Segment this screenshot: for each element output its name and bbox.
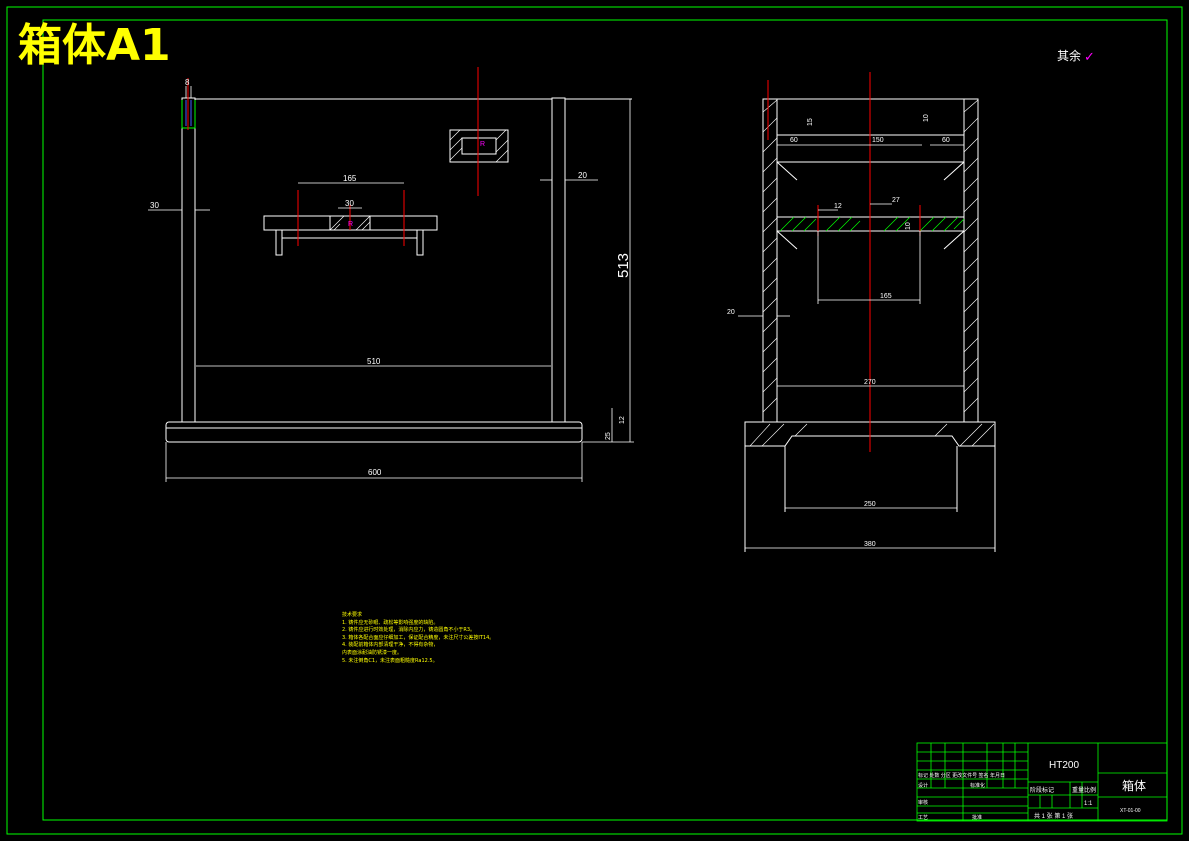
tech-note-line: 5. 未注倒角C1，未注表面粗糙度Ra12.5。	[342, 657, 438, 664]
title-block-grid	[916, 742, 1168, 822]
standard-label: 标准化	[970, 782, 985, 789]
review-label: 审核	[918, 799, 928, 806]
drawing-code: XT-01-00	[1120, 808, 1141, 814]
right-upright	[551, 97, 566, 423]
side-dim-slot-a: 12	[834, 203, 842, 210]
title-block-header-row: 标记 处数 分区 更改文件号 签名 年月日	[918, 772, 1005, 779]
roughness-symbol: ✓	[1084, 49, 1095, 64]
stage-label: 阶段标记	[1030, 786, 1054, 794]
tech-notes-heading: 技术要求	[342, 612, 363, 618]
scale-value: 1:1	[1084, 801, 1093, 807]
dim-right-wall: 20	[578, 171, 587, 180]
side-base	[744, 421, 996, 447]
side-dim-left-top: 60	[790, 137, 798, 144]
dim-base-small: 12	[619, 416, 626, 424]
dim-overall-width: 600	[368, 468, 382, 477]
svg-text:R: R	[480, 141, 485, 148]
tech-note-line: 内表面涂耐油防锈漆一度。	[342, 649, 403, 656]
dim-height-total: 513	[615, 253, 632, 278]
front-centerlines	[187, 67, 479, 246]
front-dimension-lines	[148, 86, 634, 482]
top-block	[449, 129, 509, 163]
side-wall-hatch	[749, 99, 995, 447]
tech-note-line: 4. 装配前箱体内部清理干净，不得有杂物，	[342, 642, 439, 649]
tech-note-line: 2. 铸件应进行时效处理，消除内应力，铸造圆角不小于R3。	[342, 627, 476, 634]
side-dim-right-top: 60	[942, 137, 950, 144]
process-label: 工艺	[918, 815, 928, 821]
part-name: 箱体	[1122, 778, 1146, 793]
left-upright	[181, 97, 196, 423]
tech-note-line: 1. 铸件应无砂眼、疏松等影响强度的缺陷。	[342, 619, 439, 626]
side-dim-base-overall: 380	[864, 541, 876, 548]
tech-note-line: 3. 箱体各配合面应仔细加工，保证配合精度，未注尺寸公差按IT14。	[342, 634, 495, 641]
scale-label: 比例	[1084, 786, 1096, 794]
designer-label: 设计	[918, 782, 928, 789]
side-dim-slot-b: 27	[892, 197, 900, 204]
dim-shelf-width: 165	[343, 174, 357, 183]
side-dim-left-small: 15	[807, 118, 814, 126]
dim-left-wall: 30	[150, 201, 159, 210]
side-shelf-hatch	[779, 216, 965, 232]
side-centerlines	[767, 72, 921, 452]
dim-top-small: 8	[185, 78, 190, 87]
sheet-count: 共 1 张 第 1 张	[1034, 812, 1073, 820]
sheet-title: 箱体A1	[18, 20, 171, 71]
side-dim-wall: 20	[727, 309, 735, 316]
dim-slot-width: 30	[345, 199, 354, 208]
front-view	[165, 97, 632, 443]
material: HT200	[1049, 760, 1079, 771]
side-dim-inner-span: 165	[880, 293, 892, 300]
dim-base-thick: 25	[605, 432, 612, 440]
roughness-note: 其余	[1057, 48, 1081, 63]
front-hatch	[329, 129, 509, 231]
approve-label: 批准	[972, 814, 982, 821]
side-dimension-lines	[738, 144, 995, 549]
side-dim-inner-width: 270	[864, 379, 876, 386]
side-dim-right-small: 10	[923, 114, 930, 122]
base-plate	[165, 421, 583, 443]
dim-inner-width: 510	[367, 357, 381, 366]
side-dim-mid-top: 150	[872, 137, 884, 144]
weight-label: 重量	[1072, 786, 1084, 794]
side-dim-slot-c: 10	[905, 222, 912, 230]
outer-border	[6, 6, 1183, 835]
side-dim-base-inner: 250	[864, 501, 876, 508]
inner-border	[42, 19, 1168, 821]
title-block-text: HT200 箱体 XT-01-00 阶段标记 重量 比例 1:1 共 1 张 第…	[918, 760, 1146, 821]
svg-text:R: R	[348, 221, 353, 228]
technical-notes: 技术要求 1. 铸件应无砂眼、疏松等影响强度的缺陷。 2. 铸件应进行时效处理，…	[342, 612, 494, 665]
